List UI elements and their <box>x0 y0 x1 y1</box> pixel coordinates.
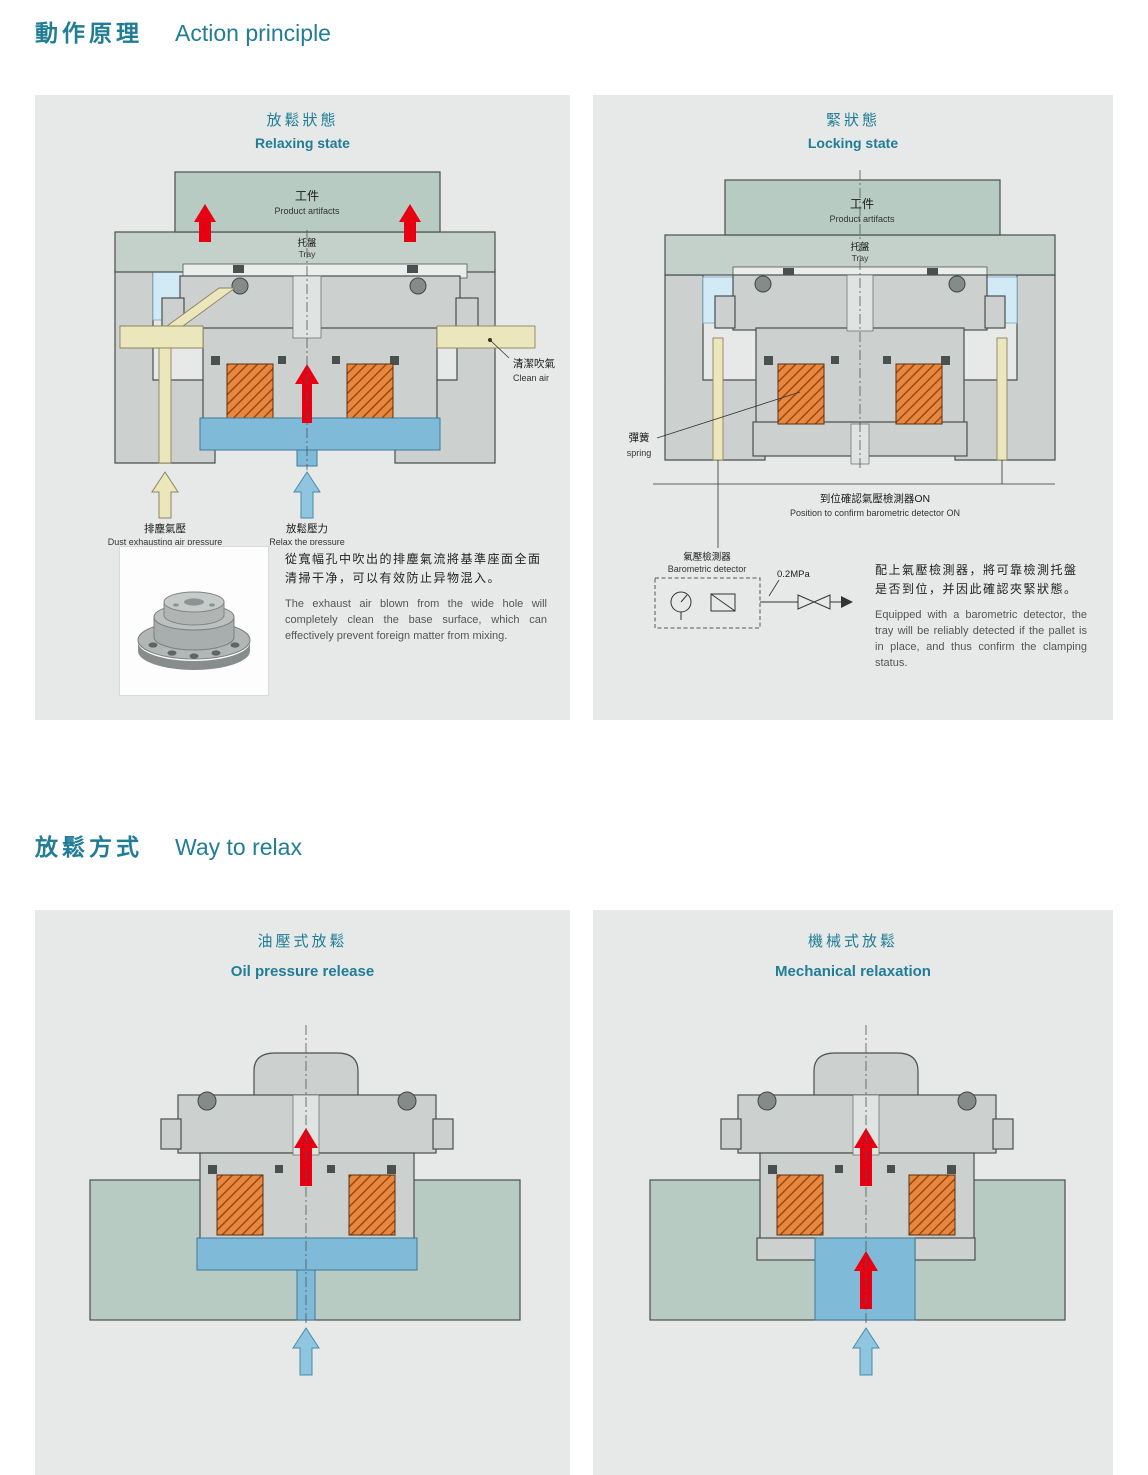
relax-pressure-arrow-icon <box>293 471 321 519</box>
section-header-way-to-relax: 放鬆方式 Way to relax <box>35 828 302 862</box>
seals <box>768 1165 956 1174</box>
workpiece-block <box>724 179 1001 236</box>
spring-right <box>346 363 394 423</box>
panel-title-en: Relaxing state <box>255 135 350 151</box>
mechanical-push-arrow-icon <box>852 1327 880 1376</box>
section-header-action-principle: 動作原理 Action principle <box>35 14 331 48</box>
detector-label-en: Barometric detector <box>668 564 747 574</box>
clean-air-label-zh: 清潔吹氣 <box>513 357 555 370</box>
product-photo-image <box>120 547 268 695</box>
detector-on-label-zh: 到位確認氣壓檢測器ON <box>820 492 930 505</box>
barometric-detector-schematic <box>654 577 853 629</box>
workpiece-label-en: Product artifacts <box>274 206 340 216</box>
spring-label-en: spring <box>627 448 652 458</box>
section-title-en: Way to relax <box>175 834 302 860</box>
spring-right <box>908 1174 956 1236</box>
section-title-zh: 放鬆方式 <box>35 834 143 860</box>
panel-title-oil: 油壓式放鬆 Oil pressure release <box>35 930 570 980</box>
oil-supply-arrow-icon <box>292 1327 320 1376</box>
panel-oil-pressure-release: 油壓式放鬆 Oil pressure release <box>35 910 570 1475</box>
locking-desc-en: Equipped with a barometric detector, the… <box>875 609 1087 669</box>
mechanical-diagram-svg <box>649 1025 1066 1376</box>
dust-label-zh: 排塵氣壓 <box>144 522 186 535</box>
seals <box>211 356 399 365</box>
pressure-value-label: 0.2MPa <box>777 569 810 580</box>
spring-left <box>226 363 274 423</box>
oil-release-diagram-svg <box>89 1025 521 1376</box>
detector-rod-left <box>712 337 724 461</box>
detector-label-zh: 氣壓檢測器 <box>683 551 731 563</box>
spring-callout <box>656 391 801 439</box>
workpiece-block <box>174 171 441 233</box>
spring-left <box>777 363 825 425</box>
clean-air-callout <box>488 338 510 359</box>
locking-diagram-svg: 工件 Product artifacts 托盤 Tray 彈簧 spring 到… <box>627 170 1056 629</box>
relaxing-desc-en: The exhaust air blown from the wide hole… <box>285 598 547 643</box>
relaxing-diagram-svg: 工件 Product artifacts 托盤 Tray 清潔吹氣 Clean … <box>108 171 555 545</box>
relax-label-en: Relax the pressure <box>269 537 345 545</box>
clean-air-channels <box>119 287 536 464</box>
panel-title-mechanical: 機械式放鬆 Mechanical relaxation <box>593 930 1113 980</box>
relaxing-description: 從寬幅孔中吹出的排塵氣流將基準座面全面清掃干净，可以有效防止异物混入。 The … <box>285 550 547 645</box>
lift-arrow-right-icon <box>399 204 421 242</box>
panel-title-zh: 油壓式放鬆 <box>257 933 348 950</box>
tray-label-en: Tray <box>299 249 316 259</box>
spring-left <box>216 1174 264 1236</box>
workpiece-label-zh: 工件 <box>295 189 319 203</box>
panel-locking-state: 緊狀態 Locking state <box>593 95 1113 720</box>
tray-label-en: Tray <box>852 253 869 263</box>
lift-arrow-left-icon <box>194 204 216 242</box>
panel-title-zh: 機械式放鬆 <box>807 933 898 950</box>
dust-label-en: Dust exhausting air pressure <box>108 537 223 545</box>
panel-title-en: Locking state <box>807 135 899 151</box>
panel-title-zh: 緊狀態 <box>825 112 880 129</box>
tray-label-zh: 托盤 <box>850 241 870 253</box>
workpiece-label-en: Product artifacts <box>829 214 895 224</box>
section-title-zh: 動作原理 <box>35 20 143 46</box>
panel-title-relaxing: 放鬆狀態 Relaxing state <box>35 109 570 151</box>
locking-desc-zh: 配上氣壓檢測器，將可靠檢測托盤是否到位，并因此確認夾緊狀態。 <box>875 563 1078 596</box>
detector-rod-right <box>996 337 1008 461</box>
spring-label-zh: 彈簧 <box>629 431 650 444</box>
detector-on-label-en: Position to confirm barometric detector … <box>790 508 960 518</box>
dust-air-arrow-icon <box>151 471 179 519</box>
panel-title-en: Oil pressure release <box>230 963 375 980</box>
spring-right <box>895 363 943 425</box>
pressure-chamber <box>199 417 441 467</box>
panel-relaxing-state: 放鬆狀態 Relaxing state <box>35 95 570 720</box>
panel-title-zh: 放鬆狀態 <box>266 112 339 129</box>
seals <box>764 356 950 365</box>
spring-left <box>776 1174 824 1236</box>
panel-title-locking: 緊狀態 Locking state <box>593 109 1113 151</box>
clamp-body <box>161 275 479 423</box>
relaxing-desc-zh: 從寬幅孔中吹出的排塵氣流將基準座面全面清掃干净，可以有效防止异物混入。 <box>285 552 542 585</box>
clean-air-label-en: Clean air <box>513 373 549 383</box>
spring-right <box>348 1174 396 1236</box>
tray-label-zh: 托盤 <box>297 237 317 249</box>
workpiece-label-zh: 工件 <box>850 197 874 211</box>
tray-block <box>114 231 496 279</box>
locking-description: 配上氣壓檢測器，將可靠檢測托盤是否到位，并因此確認夾緊狀態。 Equipped … <box>875 561 1087 672</box>
detector-bracket <box>653 460 1055 548</box>
product-photo <box>120 547 268 695</box>
panel-title-en: Mechanical relaxation <box>775 963 931 980</box>
relax-label-zh: 放鬆壓力 <box>286 522 328 535</box>
seals <box>208 1165 396 1174</box>
section-title-en: Action principle <box>175 20 331 46</box>
panel-mechanical-relaxation: 機械式放鬆 Mechanical relaxation <box>593 910 1113 1475</box>
